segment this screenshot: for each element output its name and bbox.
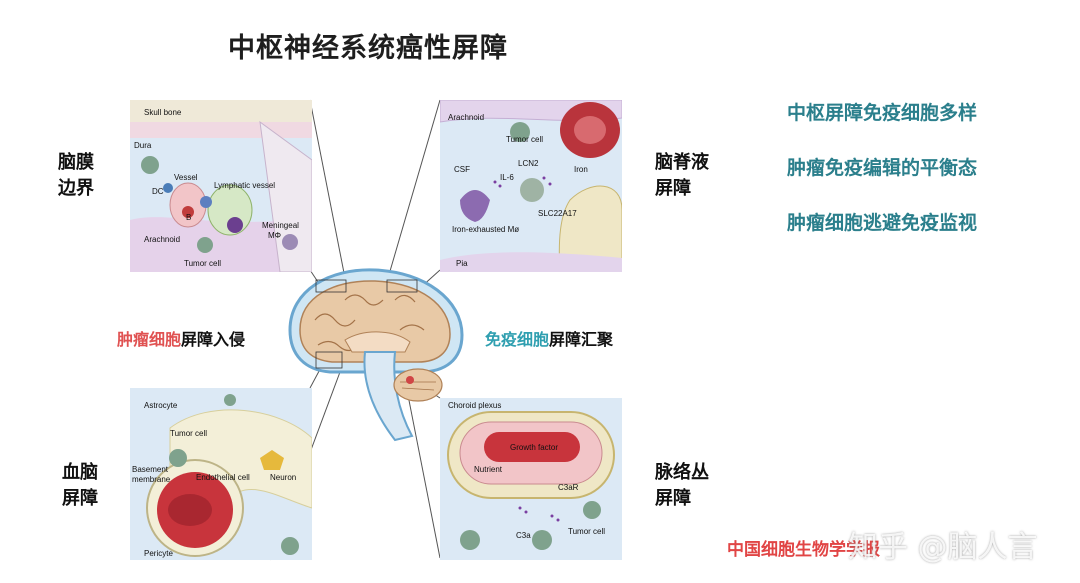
label-choroid: 脉络丛屏障 — [655, 462, 709, 509]
label-bbb: 血脑屏障 — [62, 462, 98, 509]
lbl-endothelial: Endothelial cell — [196, 473, 250, 482]
point-3: 肿瘤细胞逃避免疫监视 — [787, 212, 978, 234]
lbl-tumor-cell-b: Tumor cell — [170, 429, 207, 438]
lbl-il6: IL-6 — [500, 173, 514, 182]
lbl-lcn2: LCN2 — [518, 159, 539, 168]
lbl-membrane: membrane — [132, 475, 171, 484]
lbl-nutrient: Nutrient — [474, 465, 503, 474]
lbl-tumor-cell-c: Tumor cell — [506, 135, 543, 144]
point-1: 中枢屏障免疫细胞多样 — [787, 102, 978, 124]
label-csf: 脑脊液屏障 — [655, 152, 709, 199]
lbl-growth-factor: Growth factor — [510, 443, 558, 452]
lbl-neuron: Neuron — [270, 473, 296, 482]
label-immune-rest: 屏障汇聚 — [549, 330, 614, 349]
panel-bbb: Astrocyte Tumor cell Basement membrane E… — [130, 388, 312, 560]
lbl-pia: Pia — [456, 259, 468, 268]
lbl-arachnoid-c: Arachnoid — [448, 113, 484, 122]
lbl-skull-bone: Skull bone — [144, 108, 182, 117]
lbl-b: B — [186, 213, 191, 222]
label-immune-highlight: 免疫细胞 — [485, 330, 550, 349]
lbl-slc22a17: SLC22A17 — [538, 209, 577, 218]
lbl-csf: CSF — [454, 165, 470, 174]
panel-meninges: Skull bone Dura DC Vessel B Lymphatic ve… — [130, 100, 312, 272]
lbl-meningeal: Meningeal — [262, 221, 299, 230]
lbl-pericyte: Pericyte — [144, 549, 173, 558]
point-2: 肿瘤免疫编辑的平衡态 — [787, 157, 978, 179]
panel-choroid: Choroid plexus Growth factor Nutrient C3… — [440, 398, 622, 560]
label-tumor-rest: 屏障入侵 — [181, 330, 246, 349]
lbl-tumor-cell-m: Tumor cell — [184, 259, 221, 268]
lbl-dura: Dura — [134, 141, 152, 150]
lbl-dc: DC — [152, 187, 164, 196]
lbl-astrocyte: Astrocyte — [144, 401, 178, 410]
lbl-tumor-cell-p: Tumor cell — [568, 527, 605, 536]
lbl-mphi: MΦ — [268, 231, 281, 240]
label-tumor-invasion: 肿瘤细胞屏障入侵 — [117, 326, 245, 350]
lbl-c3ar: C3aR — [558, 483, 579, 492]
panel-csf: Arachnoid Tumor cell LCN2 Iron CSF IL-6 … — [440, 100, 622, 272]
source-text: 中国细胞生物学学报 — [727, 540, 880, 560]
lbl-vessel: Vessel — [174, 173, 198, 182]
lbl-arachnoid-m: Arachnoid — [144, 235, 180, 244]
label-tumor-highlight: 肿瘤细胞 — [117, 330, 182, 349]
label-immune-convergence: 免疫细胞屏障汇聚 — [485, 326, 613, 350]
lbl-basement: Basement — [132, 465, 169, 474]
lbl-choroid-plexus: Choroid plexus — [448, 401, 501, 410]
lbl-iron: Iron — [574, 165, 588, 174]
lbl-c3a: C3a — [516, 531, 531, 540]
brain-illustration — [288, 268, 464, 442]
page-title: 中枢神经系统癌性屏障 — [228, 33, 508, 64]
lbl-lymphatic-vessel: Lymphatic vessel — [214, 181, 275, 190]
label-meninges: 脑膜边界 — [58, 152, 94, 199]
watermark: 知乎 @脑人言 — [848, 530, 1038, 565]
lbl-iron-exhausted: Iron-exhausted Mø — [452, 225, 519, 234]
